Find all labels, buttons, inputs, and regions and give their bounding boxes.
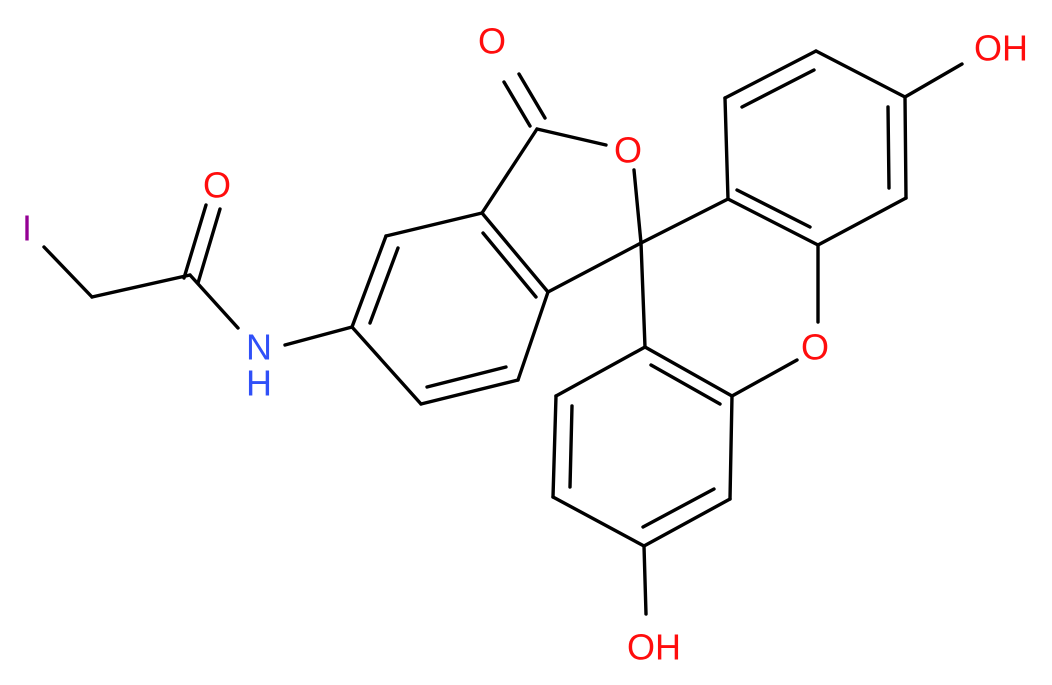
amide-oxygen-label: O xyxy=(203,165,231,206)
bond-ring-a-1-inner xyxy=(368,246,400,325)
bond-upper-4-inner xyxy=(886,105,891,190)
hydroxyl-top-right-label: OH xyxy=(974,28,1028,69)
bond-ring-a-4 xyxy=(516,290,550,382)
bond-lactone-c-o-double xyxy=(517,72,547,120)
bond-lower-5-inner xyxy=(568,404,574,489)
bond-spiro-lower xyxy=(639,241,647,349)
bond-lactone-c-oring xyxy=(535,127,608,147)
bond-amide-c-n xyxy=(188,273,240,330)
bond-lower-1 xyxy=(643,345,734,398)
bonds xyxy=(42,49,964,616)
bond-lower-6 xyxy=(554,345,647,398)
bond-oring-spiro xyxy=(632,168,643,245)
bond-amide-c-o xyxy=(182,203,208,280)
bond-lower-1-inner xyxy=(649,363,722,406)
lactone-carbonyl-oxygen-label: O xyxy=(478,21,506,62)
bond-ring-a-3-inner xyxy=(481,231,538,299)
bond-n-aryl xyxy=(283,325,354,347)
bond-upper-3 xyxy=(814,49,907,99)
bond-i-ch2 xyxy=(42,245,94,299)
bond-lower-3 xyxy=(642,497,732,548)
bond-lactone-c-o xyxy=(502,80,532,128)
bond-ring-a-3 xyxy=(480,211,550,294)
bond-spiro-ring-a xyxy=(546,241,643,294)
bond-upper-5 xyxy=(816,196,908,247)
bond-upper-6-inner xyxy=(735,188,812,229)
bond-amide-c-o-double xyxy=(196,207,222,285)
bond-ring-a-6 xyxy=(350,325,423,406)
bond-ring-a-5 xyxy=(419,378,520,406)
bond-bridge-lower xyxy=(730,358,799,398)
bond-ring-a-2 xyxy=(384,211,484,238)
iodine-atom-label: I xyxy=(22,208,32,249)
bond-lower-2 xyxy=(728,394,734,501)
hydroxyl-bottom-label: OH xyxy=(627,627,681,668)
amide-nitrogen-label: N xyxy=(246,327,272,368)
bond-lower-5 xyxy=(551,394,558,499)
amide-hydrogen-label: H xyxy=(246,363,272,404)
bond-ch2-c-amide xyxy=(90,273,192,299)
xanthene-bridge-oxygen-label: O xyxy=(801,327,829,368)
lactone-ring-oxygen-label: O xyxy=(614,130,642,171)
bond-upper-6 xyxy=(726,197,820,247)
bond-ring-a-5-inner xyxy=(425,365,508,389)
bond-lactone-c-aryl xyxy=(480,127,539,215)
bond-upper-oh xyxy=(903,62,964,99)
bond-upper-2-inner xyxy=(740,68,816,109)
bond-spiro-upper xyxy=(639,197,730,245)
bond-lower-4 xyxy=(551,495,646,548)
bond-lower-3-inner xyxy=(641,487,716,529)
bond-upper-4 xyxy=(903,95,908,200)
bond-upper-2 xyxy=(723,49,818,100)
atom-labels: I O N H O O O OH OH xyxy=(22,21,1028,668)
bond-ring-a-1 xyxy=(350,234,388,329)
bond-upper-1 xyxy=(723,96,730,201)
bond-lower-oh xyxy=(642,544,648,616)
